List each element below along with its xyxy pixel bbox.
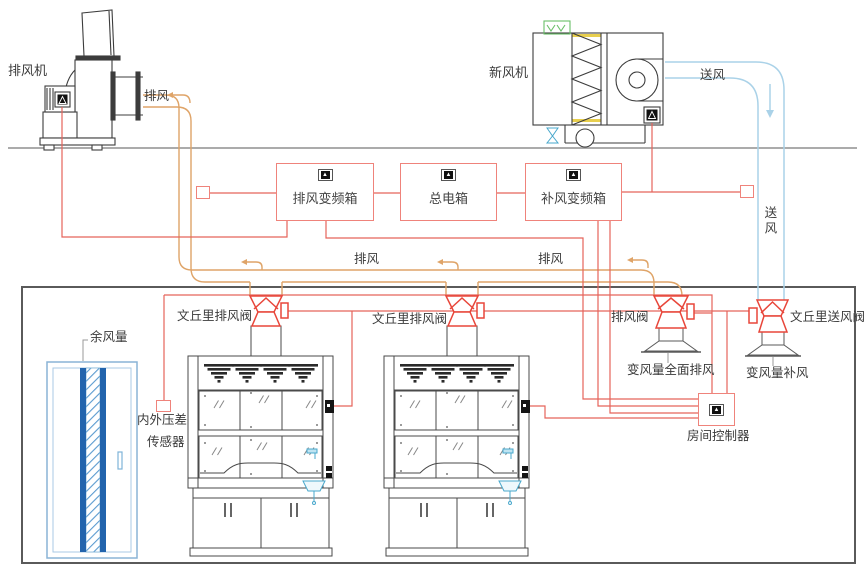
fume-hood-2 [383, 295, 531, 557]
room-outline [21, 286, 856, 564]
label-fresh-air-unit: 新风机 [489, 65, 529, 80]
makeup-vfd-box-label: 补风变频箱 [540, 191, 606, 206]
label-venturi-exhaust-valve-2: 文丘里排风阀 [372, 312, 448, 326]
coil-icon [543, 20, 571, 35]
label-duct-exhaust-2: 排风 [538, 252, 564, 266]
pressure-sensor-box [156, 400, 171, 412]
label-fan-outlet: 排风 [144, 89, 170, 103]
motor-icon: ▲ [709, 403, 724, 416]
fan-motor-icon [54, 91, 71, 108]
label-supply-air-vertical: 送风 [762, 206, 777, 237]
room-controller-box: ▲ [698, 393, 735, 426]
main-power-box: ▲ 总电箱 [400, 163, 497, 221]
label-pressure-sensor-l1: 内外压差 [137, 413, 188, 427]
supply-duct-lines [665, 61, 785, 300]
exhaust-valve-assembly [641, 295, 701, 363]
label-venturi-supply-valve: 文丘里送风阀 [790, 310, 865, 324]
label-venturi-exhaust-valve-1: 文丘里排风阀 [177, 309, 253, 323]
door-drawing [46, 339, 138, 559]
drain-valve-icon [545, 127, 560, 144]
left-terminal-square [196, 186, 210, 199]
main-power-box-label: 总电箱 [428, 191, 468, 206]
door-handle [117, 451, 123, 470]
exhaust-vfd-box-label: 排风变频箱 [292, 191, 358, 206]
ahu-motor-icon [643, 106, 661, 124]
label-residual-air: 余风量 [90, 330, 128, 344]
residual-air-leader [82, 339, 88, 361]
label-vav-general-exhaust: 变风量全面排风 [627, 363, 715, 377]
control-wiring [61, 107, 749, 419]
label-room-controller: 房间控制器 [687, 429, 750, 443]
label-pressure-sensor-l2: 传感器 [147, 435, 185, 449]
motor-icon: ▲ [317, 169, 333, 181]
filter-zigzag [570, 32, 603, 126]
label-exhaust-valve: 排风阀 [611, 310, 649, 324]
exhaust-duct-lines [143, 92, 683, 297]
label-duct-exhaust-1: 排风 [354, 252, 380, 266]
fume-hood-1 [187, 295, 335, 557]
right-terminal-square [740, 185, 754, 198]
supply-valve-assembly [745, 299, 801, 366]
label-vav-makeup-air: 变风量补风 [746, 366, 809, 380]
motor-icon: ▲ [566, 169, 581, 181]
exhaust-fan-drawing [39, 9, 143, 151]
exhaust-vfd-box: ▲ 排风变频箱 [276, 163, 374, 221]
makeup-vfd-box: ▲ 补风变频箱 [525, 163, 622, 221]
label-exhaust-fan: 排风机 [8, 63, 48, 78]
motor-icon: ▲ [441, 169, 456, 181]
fresh-air-unit-drawing [532, 20, 664, 148]
label-supply-air: 送风 [700, 68, 726, 82]
